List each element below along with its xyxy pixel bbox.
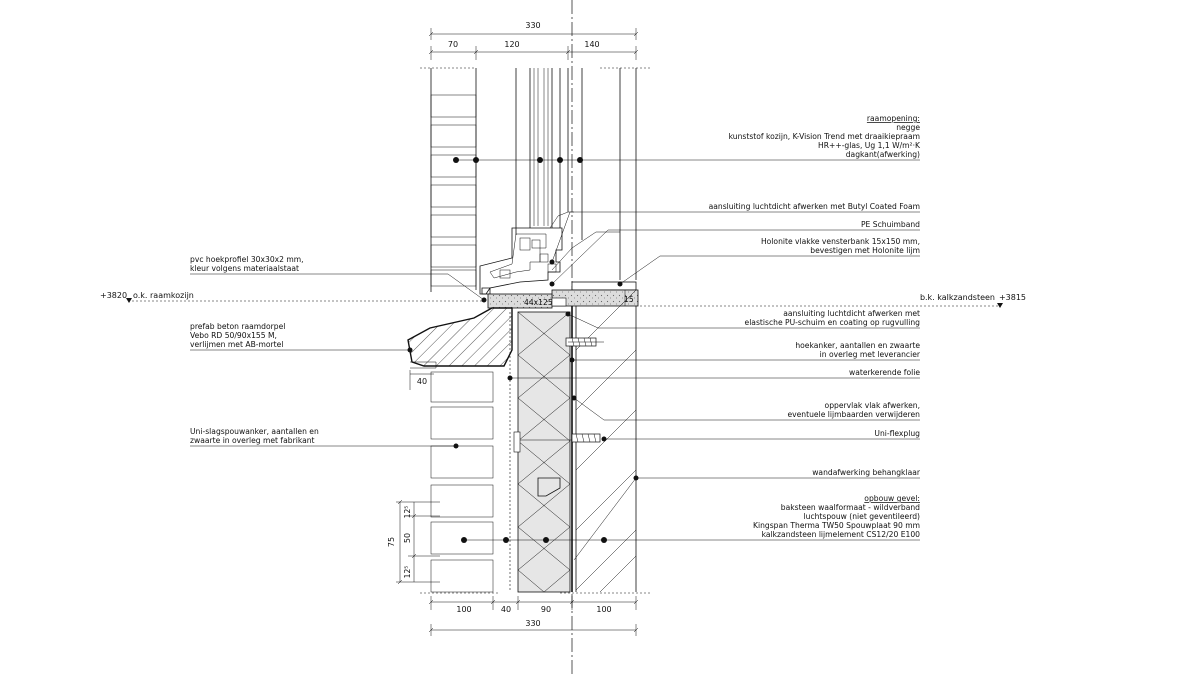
label-oppervlak-2: eventuele lijmbaarden verwijderen	[787, 410, 920, 419]
dim-anchor-offset: 40	[417, 377, 427, 386]
label-wandafwerking: wandafwerking behangklaar	[812, 468, 921, 477]
label-raamopening-line-1: negge	[896, 123, 920, 132]
concrete-sill	[407, 307, 513, 369]
lower-brick-courses: 40	[409, 370, 500, 594]
dim-sill-section: 44x125	[524, 298, 553, 307]
leaders-left	[190, 273, 487, 449]
label-spouwanker-1: Uni-slagspouwanker, aantallen en	[190, 427, 319, 436]
label-opbouw-title: opbouw gevel:	[864, 494, 920, 503]
label-holonite-2: bevestigen met Holonite lijm	[810, 246, 920, 255]
course-dimensions: 75 50 12⁵ 12⁵	[387, 499, 440, 585]
dim-top-part-3: 140	[584, 40, 599, 49]
annotations-left: pvc hoekprofiel 30x30x2 mm, kleur volgen…	[190, 255, 319, 445]
level-left-value: +3820	[100, 291, 127, 300]
label-raamdorpel-3: verlijmen met AB-mortel	[190, 340, 283, 349]
dim-top-part-1: 70	[448, 40, 458, 49]
label-opbouw-line-4: kalkzandsteen lijmelement CS12/20 E100	[762, 530, 921, 539]
label-raamopening-line-3: HR++-glas, Ug 1,1 W/m²·K	[818, 141, 921, 150]
level-right-value: +3815	[999, 293, 1026, 302]
label-raamopening-line-2: kunststof kozijn, K-Vision Trend met dra…	[729, 132, 920, 141]
label-pu-1: aansluiting luchtdicht afwerken met	[783, 309, 920, 318]
dim-bottom-part-4: 100	[596, 605, 611, 614]
label-butyl: aansluiting luchtdicht afwerken met Buty…	[709, 202, 920, 211]
label-oppervlak-1: oppervlak vlak afwerken,	[825, 401, 920, 410]
label-hoekprofiel-2: kleur volgens materiaalstaat	[190, 264, 299, 273]
dim-joint-top: 12⁵	[403, 506, 412, 519]
label-hoekprofiel-1: pvc hoekprofiel 30x30x2 mm,	[190, 255, 304, 264]
top-dimensions: 330 70 120 140	[428, 21, 639, 60]
level-left-label: o.k. raamkozijn	[133, 291, 194, 300]
dim-bottom-part-3: 90	[541, 605, 551, 614]
dim-brick-height: 50	[403, 533, 412, 543]
window-frame	[479, 67, 650, 295]
anchors	[520, 337, 604, 443]
upper-brick-courses	[420, 67, 477, 292]
dim-sill-thickness: 15	[624, 295, 634, 304]
label-holonite-1: Holonite vlakke vensterbank 15x150 mm,	[761, 237, 920, 246]
annotations-right: raamopening: negge kunststof kozijn, K-V…	[709, 114, 921, 539]
window-sill: 15 44x125	[487, 281, 639, 309]
level-markers: +3820 o.k. raamkozijn b.k. kalkzandsteen…	[100, 291, 1026, 308]
label-raamdorpel-2: Vebo RD 50/90x155 M,	[190, 331, 277, 340]
leaders-right	[453, 157, 920, 561]
label-raamopening-title: raamopening:	[867, 114, 920, 123]
label-hoekanker-1: hoekanker, aantallen en zwaarte	[795, 341, 920, 350]
dim-bottom-part-2: 40	[501, 605, 511, 614]
dim-top-total: 330	[525, 21, 540, 30]
dim-bottom-total: 330	[525, 619, 540, 628]
label-raamopening-line-4: dagkant(afwerking)	[846, 150, 920, 159]
insulation-board	[509, 311, 571, 593]
label-folie: waterkerende folie	[849, 368, 920, 377]
label-pu-2: elastische PU-schuim en coating op rugvu…	[745, 318, 921, 327]
level-right-label: b.k. kalkzandsteen	[920, 293, 995, 302]
label-flexplug: Uni-flexplug	[874, 429, 920, 438]
dim-course: 75	[387, 537, 396, 547]
bottom-dimensions: 100 40 90 100 330	[428, 596, 639, 636]
dim-joint-bottom: 12⁵	[403, 566, 412, 579]
dim-bottom-part-1: 100	[456, 605, 471, 614]
label-spouwanker-2: zwaarte in overleg met fabrikant	[190, 436, 315, 445]
label-hoekanker-2: in overleg met leverancier	[820, 350, 921, 359]
label-opbouw-line-1: baksteen waalformaat - wildverband	[781, 503, 920, 512]
label-pe: PE Schuimband	[861, 220, 920, 229]
label-opbouw-line-3: Kingspan Therma TW50 Spouwplaat 90 mm	[753, 521, 920, 530]
inner-leaf	[560, 289, 650, 594]
label-raamdorpel-1: prefab beton raamdorpel	[190, 322, 285, 331]
dim-top-part-2: 120	[504, 40, 519, 49]
label-opbouw-line-2: luchtspouw (niet geventileerd)	[804, 512, 921, 521]
